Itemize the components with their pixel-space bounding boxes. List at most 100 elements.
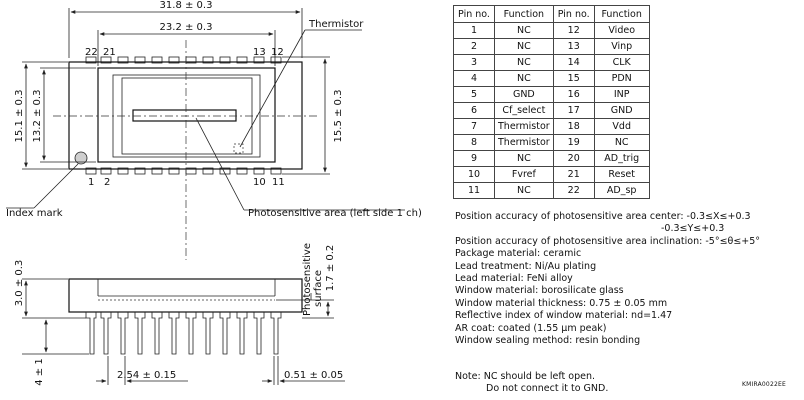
table-cell: 10 <box>453 166 495 183</box>
table-cell: NC <box>494 22 554 39</box>
table-cell: Fvref <box>494 166 554 183</box>
table-cell: 16 <box>552 86 595 103</box>
pin-label-13: 13 <box>253 47 266 58</box>
table-row: 10 Fvref 21 Reset <box>453 166 650 183</box>
side-leads <box>85 312 282 355</box>
surface-height-dimension: 1.7 ± 0.2 <box>325 245 336 292</box>
spec-lead-treatment: Lead treatment: Ni/Au plating <box>455 260 597 272</box>
table-cell: 21 <box>552 166 595 183</box>
table-row: 2 NC 13 Vinp <box>453 38 650 55</box>
photosensitive-area-label: Photosensitive area (left side 1 ch) <box>248 208 422 219</box>
pin-label-2: 2 <box>104 177 110 188</box>
side-view: 3.0 ± 0.3 4 ± 1 Photosensitive surface 1… <box>14 243 345 386</box>
package-thickness-dimension: 3.0 ± 0.3 <box>14 260 25 307</box>
header-pin-no-2: Pin no. <box>552 5 595 23</box>
table-cell: 6 <box>453 102 495 119</box>
table-cell: Cf_select <box>494 102 554 119</box>
table-cell: Reset <box>593 166 650 183</box>
spec-window-sealing: Window sealing method: resin bonding <box>455 335 641 347</box>
table-cell: 9 <box>453 150 495 167</box>
table-cell: NC <box>494 70 554 87</box>
table-header-row: Pin no. Function Pin no. Function <box>453 5 650 23</box>
table-cell: 3 <box>453 54 495 71</box>
photosensitive-surface-label-line1: Photosensitive <box>302 243 313 316</box>
index-mark-label: Index mark <box>6 208 63 219</box>
table-cell: AD_trig <box>593 150 650 167</box>
table-cell: INP <box>593 86 650 103</box>
spec-lead-material: Lead material: FeNi alloy <box>455 273 573 285</box>
spec-reflective-index: Reflective index of window material: nd=… <box>455 310 673 322</box>
table-cell: Thermistor <box>494 134 554 151</box>
table-cell: AD_sp <box>593 182 650 199</box>
pin-label-1: 1 <box>88 177 94 188</box>
table-cell: 2 <box>453 38 495 55</box>
spec-package-material: Package material: ceramic <box>455 248 582 260</box>
table-cell: Vdd <box>593 118 650 135</box>
header-function-1: Function <box>494 5 554 23</box>
thermistor-mark <box>233 143 244 154</box>
spec-accuracy-inclination: Position accuracy of photosensitive area… <box>455 235 761 247</box>
pin-label-21: 21 <box>103 47 116 58</box>
photosensitive-area <box>132 109 237 122</box>
header-function-2: Function <box>593 5 650 23</box>
pin-pitch-dimension: 2.54 ± 0.15 <box>117 370 176 381</box>
table-cell: NC <box>494 150 554 167</box>
table-row: 1 NC 12 Video <box>453 22 650 39</box>
bottom-pins <box>85 167 282 175</box>
table-row: 7 Thermistor 18 Vdd <box>453 118 650 135</box>
table-cell: NC <box>494 182 554 199</box>
pin-label-10: 10 <box>253 177 266 188</box>
table-row: 4 NC 15 PDN <box>453 70 650 87</box>
note-line-1: Note: NC should be left open. <box>455 371 595 382</box>
overall-width-dimension: 31.8 ± 0.3 <box>160 0 213 11</box>
table-row: 6 Cf_select 17 GND <box>453 102 650 119</box>
table-row: 5 GND 16 INP <box>453 86 650 103</box>
table-cell: 17 <box>552 102 595 119</box>
spec-accuracy-center-y: -0.3≤Y≤+0.3 <box>661 223 725 235</box>
header-pin-no-1: Pin no. <box>453 5 495 23</box>
index-mark <box>74 151 88 165</box>
spec-ar-coat: AR coat: coated (1.55 μm peak) <box>455 322 607 334</box>
table-cell: 19 <box>552 134 595 151</box>
table-cell: GND <box>494 86 554 103</box>
table-cell: 13 <box>552 38 595 55</box>
table-cell: 7 <box>453 118 495 135</box>
table-row: 11 NC 22 AD_sp <box>453 182 650 199</box>
table-cell: 4 <box>453 70 495 87</box>
pin-label-12: 12 <box>271 47 284 58</box>
table-cell: 5 <box>453 86 495 103</box>
thermistor-label: Thermistor <box>308 19 364 30</box>
table-cell: NC <box>494 54 554 71</box>
table-cell: Video <box>593 22 650 39</box>
lead-width-dimension: 0.51 ± 0.05 <box>284 370 343 381</box>
drawing-code: KMIRA0022EE <box>742 381 786 388</box>
top-view: 31.8 ± 0.3 23.2 ± 0.3 <box>6 0 422 260</box>
table-cell: Thermistor <box>494 118 554 135</box>
pin-assignment-table: Pin no. Function Pin no. Function 1 NC 1… <box>453 5 650 199</box>
spec-window-material: Window material: borosilicate glass <box>455 285 624 297</box>
table-cell: 12 <box>552 22 595 39</box>
table-cell: 14 <box>552 54 595 71</box>
note-line-2: Do not connect it to GND. <box>486 383 609 395</box>
top-pins <box>85 56 282 64</box>
specification-notes: Position accuracy of photosensitive area… <box>455 211 760 347</box>
table-cell: 22 <box>552 182 595 199</box>
table-cell: 11 <box>453 182 495 199</box>
pin-label-22: 22 <box>85 47 98 58</box>
table-cell: PDN <box>593 70 650 87</box>
spec-window-thickness: Window material thickness: 0.75 ± 0.05 m… <box>455 297 668 309</box>
table-row: 8 Thermistor 19 NC <box>453 134 650 151</box>
table-cell: 18 <box>552 118 595 135</box>
window-width-dimension: 23.2 ± 0.3 <box>160 22 213 33</box>
package-outline <box>68 61 303 170</box>
pin-label-11: 11 <box>272 177 285 188</box>
window-outline <box>97 67 276 163</box>
table-row: 3 NC 14 CLK <box>453 54 650 71</box>
lead-length-dimension: 4 ± 1 <box>34 358 45 385</box>
table-cell: GND <box>593 102 650 119</box>
side-package-body <box>68 278 303 313</box>
table-cell: Vinp <box>593 38 650 55</box>
table-cell: 8 <box>453 134 495 151</box>
nc-note: Note: NC should be left open. Do not con… <box>455 371 608 396</box>
